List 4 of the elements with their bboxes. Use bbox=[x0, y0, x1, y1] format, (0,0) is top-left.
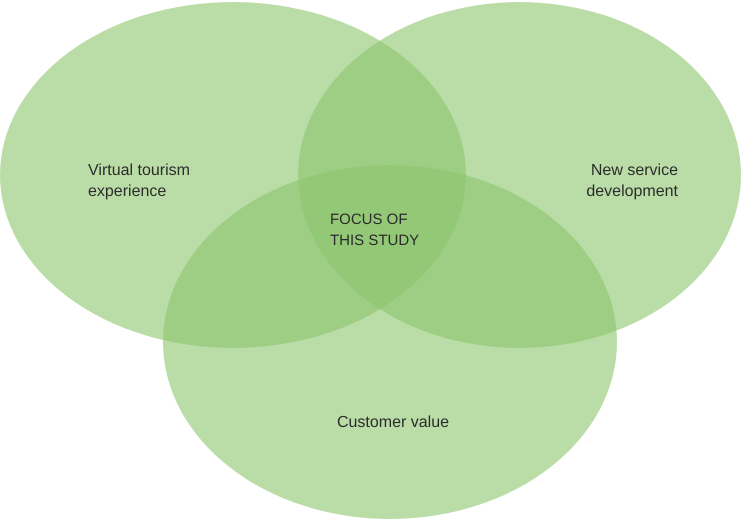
set-label: Virtual tourism experience bbox=[88, 161, 191, 202]
set-label: Customer value bbox=[336, 413, 450, 433]
set-label: New service development bbox=[585, 161, 678, 202]
intersection-label: FOCUS OF THIS STUDY bbox=[330, 210, 420, 251]
